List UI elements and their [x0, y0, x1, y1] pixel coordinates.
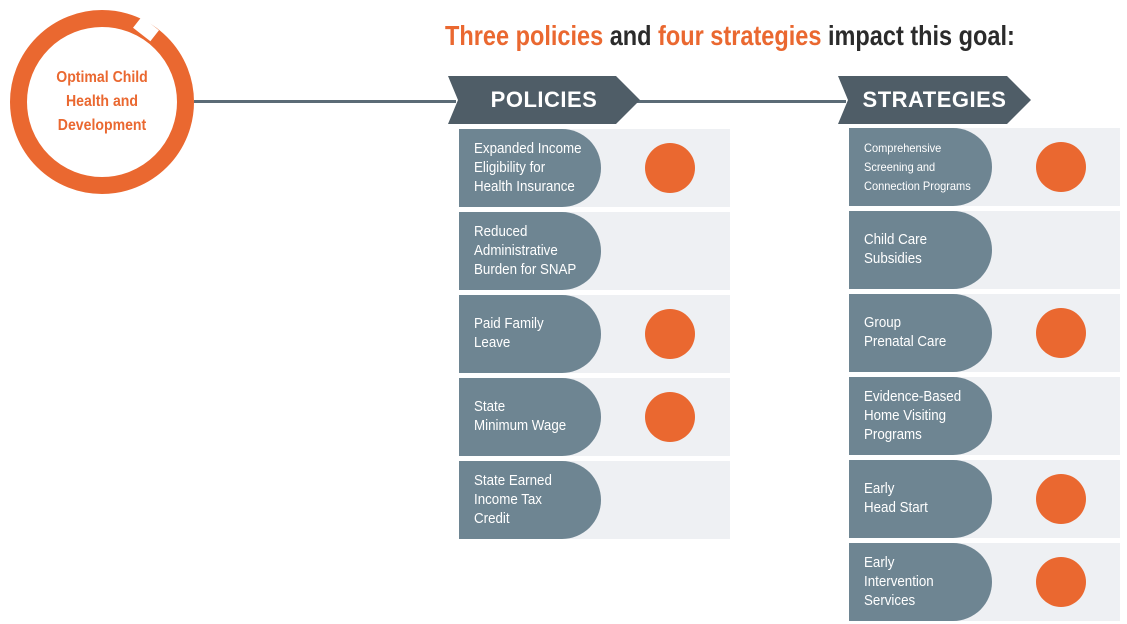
impact-dot — [1036, 308, 1086, 358]
strategies-label: Comprehensive Screening and Connection P… — [849, 128, 992, 206]
strategies-label-text: Evidence-Based Home Visiting Programs — [864, 388, 962, 443]
impact-dot — [1036, 557, 1086, 607]
impact-dot — [1036, 142, 1086, 192]
policies-label-text: Paid Family Leave — [474, 316, 544, 351]
policies-label-text: State Earned Income Tax Credit — [474, 472, 552, 527]
headline: Three policies and four strategies impac… — [445, 20, 1015, 52]
policies-label: Expanded Income Eligibility for Health I… — [459, 129, 601, 207]
strategies-label: Evidence-Based Home Visiting Programs — [849, 377, 992, 455]
strategies-row: Evidence-Based Home Visiting Programs — [849, 377, 1120, 455]
strategies-label-text: Early Head Start — [864, 481, 928, 516]
headline-conjunction: and — [603, 20, 659, 51]
policies-label-text: Expanded Income Eligibility for Health I… — [474, 140, 582, 195]
policies-row: Paid Family Leave — [459, 295, 730, 373]
headline-strategies-count: four strategies — [658, 20, 822, 51]
strategies-row: Group Prenatal Care — [849, 294, 1120, 372]
strategies-label: Early Intervention Services — [849, 543, 992, 621]
impact-dot — [1036, 474, 1086, 524]
strategies-label-text: Child Care Subsidies — [864, 232, 928, 267]
strategies-row: Child Care Subsidies — [849, 211, 1120, 289]
policies-label: State Earned Income Tax Credit — [459, 461, 601, 539]
policies-label-text: Reduced Administrative Burden for SNAP — [474, 223, 577, 278]
strategies-label-text: Comprehensive Screening and Connection P… — [864, 140, 971, 193]
impact-dot — [645, 392, 695, 442]
policies-row: State Earned Income Tax Credit — [459, 461, 730, 539]
policies-label: State Minimum Wage — [459, 378, 601, 456]
headline-tail: impact this goal: — [821, 20, 1015, 51]
policies-row: Expanded Income Eligibility for Health I… — [459, 129, 730, 207]
strategies-row: Early Head Start — [849, 460, 1120, 538]
impact-dot — [645, 309, 695, 359]
strategies-label: Group Prenatal Care — [849, 294, 992, 372]
strategies-header: STRATEGIES — [838, 76, 1031, 124]
goal-to-policies-line — [194, 100, 456, 103]
strategies-label-text: Group Prenatal Care — [864, 315, 947, 350]
strategies-row: Early Intervention Services — [849, 543, 1120, 621]
policies-row: Reduced Administrative Burden for SNAP — [459, 212, 730, 290]
policies-row: State Minimum Wage — [459, 378, 730, 456]
impact-dot — [645, 143, 695, 193]
strategies-label-text: Early Intervention Services — [864, 554, 934, 609]
policies-header: POLICIES — [448, 76, 640, 124]
policies-label: Paid Family Leave — [459, 295, 601, 373]
strategies-label: Early Head Start — [849, 460, 992, 538]
policies-to-strategies-line — [636, 100, 846, 103]
headline-policies-count: Three policies — [445, 20, 604, 51]
policies-label: Reduced Administrative Burden for SNAP — [459, 212, 601, 290]
goal-label: Optimal Child Health and Development — [56, 69, 148, 134]
policies-label-text: State Minimum Wage — [474, 399, 567, 434]
strategies-label: Child Care Subsidies — [849, 211, 992, 289]
strategies-row: Comprehensive Screening and Connection P… — [849, 128, 1120, 206]
goal-circle: Optimal Child Health and Development — [10, 10, 194, 194]
